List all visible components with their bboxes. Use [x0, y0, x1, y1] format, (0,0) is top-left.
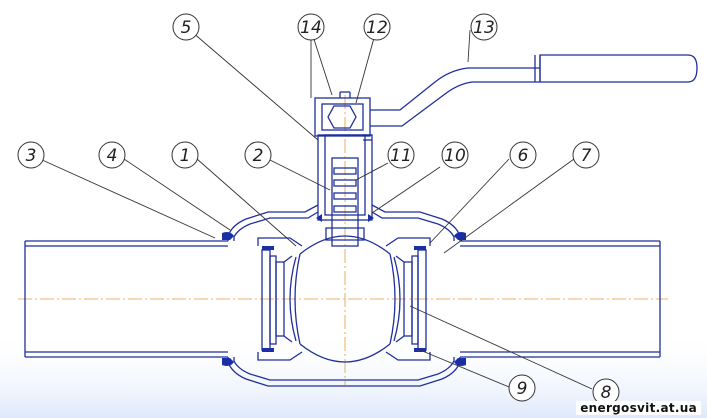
callout-label-8: 8	[601, 383, 612, 403]
callout-label-4: 4	[107, 146, 118, 166]
callout-label-7: 7	[581, 146, 592, 166]
callout-label-13: 13	[473, 18, 495, 38]
callout-circle-2	[244, 141, 272, 169]
callout-label-11: 11	[390, 146, 412, 166]
callout-circle-13	[470, 13, 498, 41]
handle-hub	[314, 91, 371, 137]
callout-circle-6	[509, 141, 537, 169]
valve-outline	[24, 54, 698, 387]
callout-circle-1	[171, 141, 199, 169]
callout-label-5: 5	[181, 18, 192, 38]
callout-label-1: 1	[180, 146, 191, 166]
callout-circle-9	[508, 374, 536, 402]
callout-circle-10	[441, 141, 469, 169]
callout-circle-5	[172, 13, 200, 41]
stem-neck	[317, 134, 373, 247]
callout-label-3: 3	[26, 146, 37, 166]
callout-label-14: 14	[300, 18, 322, 38]
callout-label-10: 10	[444, 146, 466, 166]
callout-circle-3	[17, 141, 45, 169]
body-bottom	[227, 357, 461, 387]
callout-circle-7	[572, 141, 600, 169]
right-pipe	[460, 240, 661, 358]
callout-labels: 5 14 12 13 3 4 1 2 11 10 6 7 9 8	[26, 18, 612, 403]
watermark-text: energosvit.at.ua	[576, 401, 701, 415]
ball	[289, 235, 401, 363]
callout-circle-11	[387, 141, 415, 169]
callout-label-2: 2	[253, 146, 264, 166]
handle-lever	[370, 54, 698, 127]
leader-lines	[39, 26, 593, 390]
left-pipe	[24, 240, 228, 358]
callout-circle-12	[363, 13, 391, 41]
inner-walls	[257, 237, 431, 361]
seal-marks	[222, 214, 466, 366]
callout-circle-4	[98, 141, 126, 169]
callout-circle-14	[297, 13, 325, 41]
callout-label-6: 6	[518, 146, 529, 166]
callout-label-12: 12	[366, 18, 388, 38]
callout-label-9: 9	[517, 379, 528, 399]
callout-circles	[17, 13, 620, 406]
